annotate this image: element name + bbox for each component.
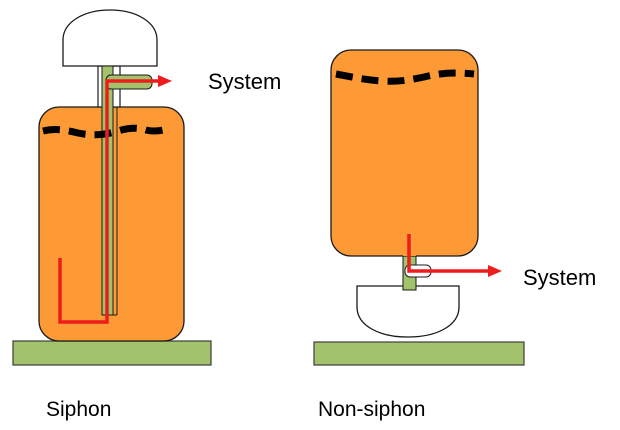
nonsiphon-outlet-arrow (488, 265, 502, 277)
siphon-assembly: System Siphon (12, 9, 281, 421)
nonsiphon-system-label: System (523, 265, 596, 290)
siphon-flow-path (58, 79, 160, 324)
siphon-caption: Siphon (46, 398, 111, 421)
nonsiphon-assembly: System Non-siphon (313, 49, 596, 421)
siphon-base-plate (12, 340, 212, 366)
siphon-liquid-level (42, 124, 169, 139)
siphon-system-label: System (208, 69, 281, 94)
siphon-top-cap (62, 9, 158, 67)
nonsiphon-cylinder (330, 49, 479, 257)
nonsiphon-bottom-cap (356, 285, 460, 338)
nonsiphon-liquid-level (335, 69, 475, 85)
nonsiphon-caption: Non-siphon (318, 398, 425, 421)
nonsiphon-base-plate (313, 341, 525, 366)
siphon-outlet-arrow (158, 75, 172, 87)
nonsiphon-flow-path (407, 234, 490, 273)
